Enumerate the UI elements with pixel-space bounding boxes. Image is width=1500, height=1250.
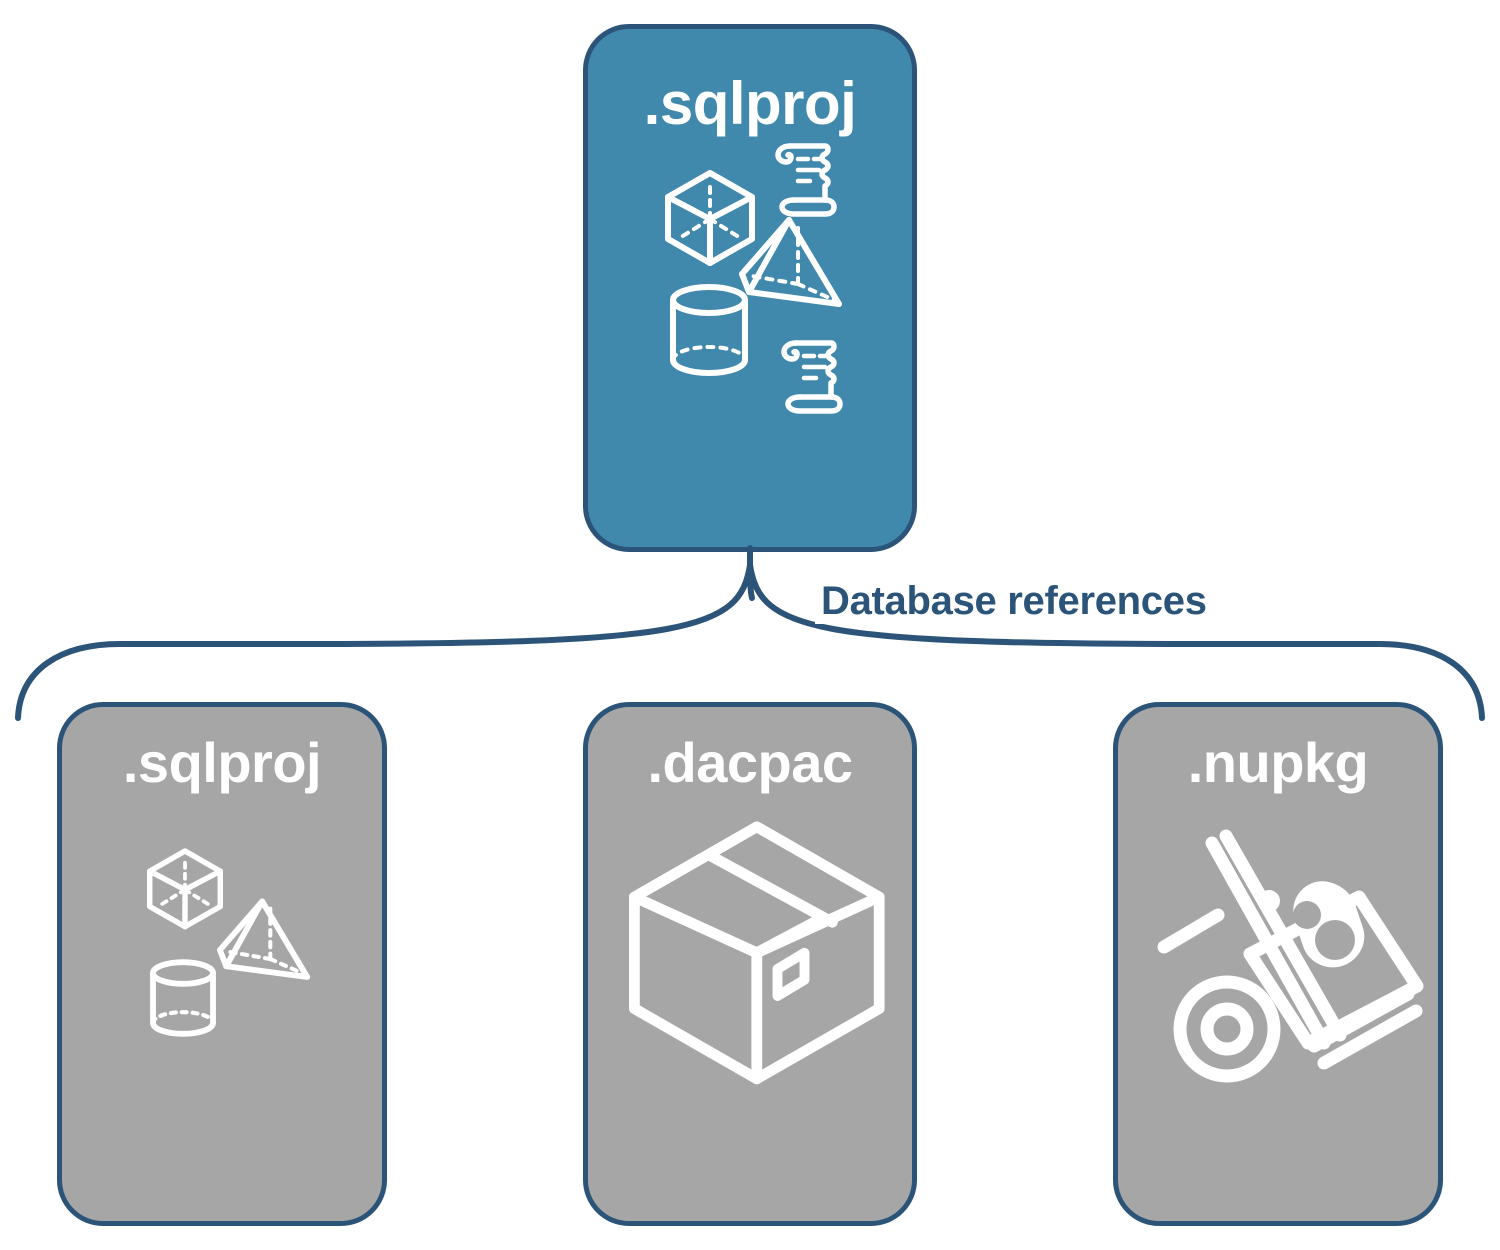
scroll-icon [775, 143, 837, 217]
node-icon-group [588, 134, 912, 547]
connector-label: Database references [815, 578, 1213, 624]
node-dacpac-reference[interactable]: .dacpac [583, 702, 917, 1226]
node-title: .nupkg [1187, 731, 1369, 794]
node-icon-group [1118, 791, 1438, 1221]
node-icon-group [62, 791, 382, 1221]
cylinder-icon [670, 284, 748, 376]
node-sqlproj-primary[interactable]: .sqlproj [583, 24, 917, 552]
scroll-icon [781, 340, 843, 414]
shipping-box-icon [629, 821, 885, 1085]
cube-icon [665, 170, 755, 266]
node-sqlproj-reference[interactable]: .sqlproj [57, 702, 387, 1226]
pyramid-icon [739, 217, 842, 307]
node-title: .sqlproj [643, 70, 857, 137]
node-title: .dacpac [647, 731, 853, 794]
pyramid-icon [216, 898, 311, 980]
cylinder-icon [150, 959, 216, 1037]
node-icon-group [588, 791, 912, 1221]
cube-icon [146, 848, 224, 930]
nuget-package-icon [1258, 881, 1365, 968]
node-nupkg-reference[interactable]: .nupkg [1113, 702, 1443, 1226]
node-title: .sqlproj [122, 731, 322, 794]
